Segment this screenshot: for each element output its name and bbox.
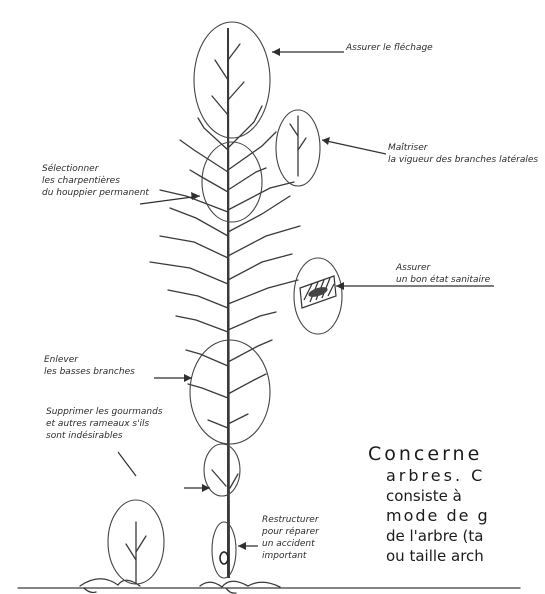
label-vigueur-2: la vigueur des branches latérales: [388, 154, 538, 165]
label-charpentieres-1: Sélectionner: [42, 163, 100, 174]
description-line-1: Concerne: [368, 442, 545, 466]
description-line-3: consiste à: [368, 486, 545, 506]
label-charpentieres-3: du houppier permanent: [42, 188, 149, 198]
description-line-6: ou taille arch: [368, 546, 545, 566]
label-gourmands-3: sont indésirables: [46, 430, 123, 441]
label-vigueur-1: Maîtriser: [388, 143, 429, 153]
lateral-branch: [290, 116, 306, 176]
label-sanitaire-2: un bon état sanitaire: [396, 274, 491, 285]
label-charpentieres-2: les charpentières: [42, 175, 120, 186]
highlight-circles: [108, 22, 342, 584]
label-gourmands-1: Supprimer les gourmands: [46, 407, 163, 417]
label-restructurer-3: un accident: [262, 539, 315, 549]
label-restructurer-4: important: [262, 551, 307, 561]
circle-accident: [212, 522, 236, 578]
label-flechage: Assurer le fléchage: [345, 42, 433, 53]
label-sanitaire-1: Assurer: [395, 263, 431, 273]
label-restructurer-1: Restructurer: [262, 515, 320, 525]
label-gourmands-2: et autres rameaux s'ils: [46, 419, 150, 429]
label-basses-1: Enlever: [44, 355, 79, 365]
diseased-branch-icon: [300, 276, 336, 308]
label-restructurer-2: pour réparer: [261, 526, 320, 537]
wound-icon: [220, 552, 228, 564]
description-text: Concerne arbres. C consiste à mode de g …: [368, 442, 545, 594]
description-line-4: mode de g: [368, 506, 545, 526]
description-line-2: arbres. C: [368, 466, 545, 486]
circle-leader: [194, 22, 270, 138]
description-line-5: de l'arbre (ta: [368, 526, 545, 546]
circle-low-branches: [190, 340, 270, 444]
label-basses-2: les basses branches: [44, 367, 135, 377]
small-tree: [126, 522, 146, 584]
